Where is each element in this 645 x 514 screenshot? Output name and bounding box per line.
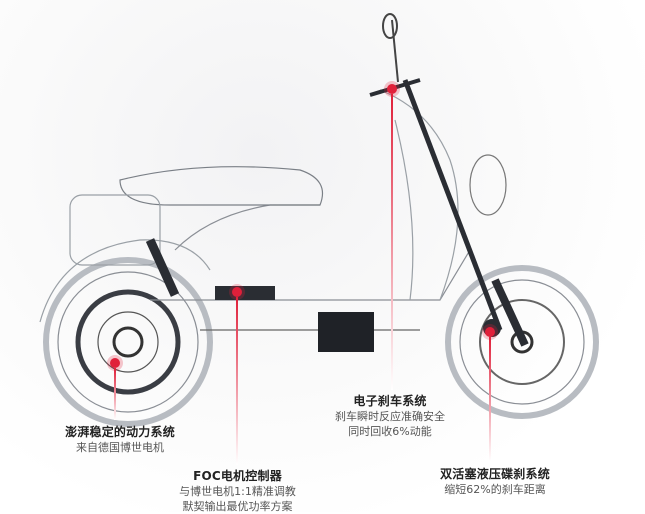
- callout-line: 刹车瞬时反应准确安全: [335, 410, 445, 423]
- callout-line: 默契输出最优功率方案: [182, 500, 293, 513]
- battery-block: [318, 312, 374, 352]
- hotspot-ebrake: [387, 84, 397, 94]
- callout-ebrake: 电子刹车系统 刹车瞬时反应准确安全 同时回收6%动能: [320, 392, 460, 439]
- front-wheel: [445, 265, 599, 419]
- rear-wheel: [43, 257, 213, 427]
- hotspot-disc: [485, 327, 495, 337]
- callout-controller: FOC电机控制器 与博世电机1:1精准调教 默契输出最优功率方案: [160, 467, 315, 514]
- callout-line: 来自德国博世电机: [76, 441, 164, 454]
- callout-power: 澎湃稳定的动力系统 来自德国博世电机: [50, 423, 190, 455]
- leader-ebrake: [391, 94, 393, 390]
- callout-line: 与博世电机1:1精准调教: [179, 485, 296, 498]
- controller-block: [215, 286, 275, 300]
- callout-line: 同时回收6%动能: [348, 425, 432, 438]
- leader-power: [114, 368, 116, 420]
- leader-disc: [489, 337, 491, 461]
- callout-title: 电子刹车系统: [353, 394, 427, 408]
- callout-disc: 双活塞液压碟刹系统 缩短62%的刹车距离: [430, 465, 560, 497]
- callout-title: 澎湃稳定的动力系统: [65, 425, 175, 439]
- hotspot-controller: [232, 287, 242, 297]
- callout-title: 双活塞液压碟刹系统: [440, 467, 550, 481]
- leader-controller: [236, 297, 238, 465]
- hotspot-power: [110, 358, 120, 368]
- callout-line: 缩短62%的刹车距离: [444, 483, 546, 496]
- callout-title: FOC电机控制器: [193, 469, 282, 483]
